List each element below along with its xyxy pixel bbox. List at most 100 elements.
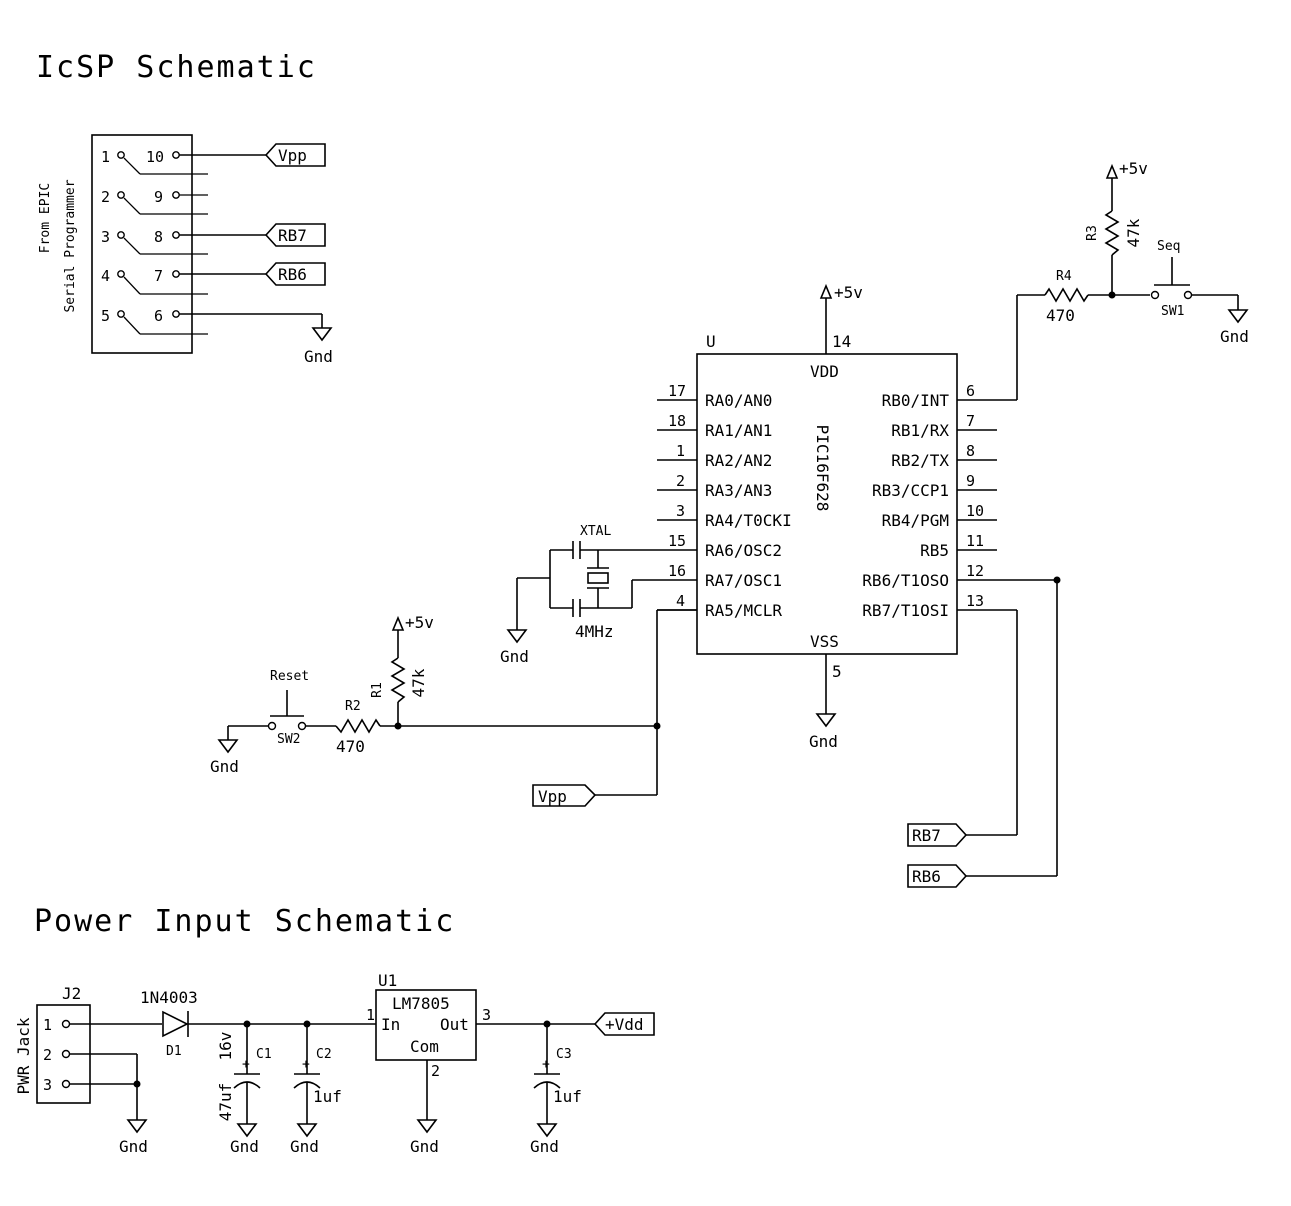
conn-pin-left-2: 2: [101, 188, 110, 206]
conn-pin-left-5: 5: [101, 307, 110, 325]
svg-text:7: 7: [966, 412, 975, 430]
mcu-vss-label: VSS: [810, 632, 839, 651]
svg-text:Gnd: Gnd: [119, 1137, 148, 1156]
svg-text:Gnd: Gnd: [210, 757, 239, 776]
svg-text:RA7/OSC1: RA7/OSC1: [705, 571, 782, 590]
svg-text:Com: Com: [410, 1037, 439, 1056]
svg-text:17: 17: [668, 382, 686, 400]
capacitor-c3: + C3 1uf Gnd: [530, 1024, 582, 1156]
r4-ref: R4: [1056, 269, 1072, 284]
svg-text:Gnd: Gnd: [410, 1137, 439, 1156]
svg-text:RA1/AN1: RA1/AN1: [705, 421, 772, 440]
power-title: Power Input Schematic: [34, 904, 455, 939]
conn-pin-right-10: 10: [146, 148, 164, 166]
connector-label-1: From EPIC: [38, 183, 53, 253]
svg-text:In: In: [381, 1015, 400, 1034]
capacitor-c1: + C1 16v 47uf Gnd: [216, 1024, 272, 1156]
icsp-connector: From EPIC Serial Programmer 1 2 3 4 5 10…: [38, 134, 208, 354]
svg-text:U1: U1: [378, 971, 397, 990]
diode-d1: 1N4003 D1: [140, 988, 198, 1059]
svg-text:Gnd: Gnd: [1220, 327, 1249, 346]
sw1-ref: SW1: [1161, 304, 1184, 319]
conn-pin-right-6: 6: [154, 307, 163, 325]
svg-text:Vpp: Vpp: [278, 146, 307, 165]
svg-text:8: 8: [966, 442, 975, 460]
svg-text:10: 10: [966, 502, 984, 520]
svg-text:PWR Jack: PWR Jack: [14, 1017, 33, 1094]
svg-text:18: 18: [668, 412, 686, 430]
svg-text:C2: C2: [316, 1047, 332, 1062]
svg-text:LM7805: LM7805: [392, 994, 450, 1013]
svg-text:RA5/MCLR: RA5/MCLR: [705, 601, 782, 620]
svg-text:11: 11: [966, 532, 984, 550]
svg-text:9: 9: [966, 472, 975, 490]
svg-text:RB0/INT: RB0/INT: [882, 391, 950, 410]
conn-pin-left-3: 3: [101, 228, 110, 246]
svg-text:+5v: +5v: [1119, 159, 1148, 178]
svg-text:3: 3: [676, 502, 685, 520]
net-flag-rb6-bottom: RB6: [907, 864, 968, 888]
svg-text:1: 1: [676, 442, 685, 460]
r3-value: 47k: [1124, 218, 1143, 247]
svg-text:+5v: +5v: [405, 613, 434, 632]
conn-pin-left-1: 1: [101, 148, 110, 166]
svg-text:3: 3: [482, 1006, 491, 1024]
svg-text:RB7: RB7: [278, 226, 307, 245]
svg-text:RB6/T1OSO: RB6/T1OSO: [862, 571, 949, 590]
r3-ref: R3: [1085, 225, 1100, 241]
svg-text:RB7: RB7: [912, 826, 941, 845]
net-flag-rb7-bottom: RB7: [907, 823, 968, 847]
svg-text:+: +: [242, 1057, 250, 1072]
svg-text:RB1/RX: RB1/RX: [891, 421, 949, 440]
svg-text:Gnd: Gnd: [530, 1137, 559, 1156]
svg-text:1: 1: [366, 1006, 375, 1024]
mcu-vdd-pin: 14: [832, 332, 851, 351]
svg-text:Gnd: Gnd: [230, 1137, 259, 1156]
crystal-circuit: XTAL 4MHz Gnd: [500, 524, 657, 666]
svg-text:Out: Out: [440, 1015, 469, 1034]
capacitor-c2: + C2 1uf Gnd: [290, 1024, 342, 1156]
svg-text:RB3/CCP1: RB3/CCP1: [872, 481, 949, 500]
net-flag-rb6-top: RB6: [264, 262, 326, 286]
net-flag-vpp-bottom: Vpp: [532, 784, 597, 807]
svg-text:16v: 16v: [216, 1032, 235, 1061]
svg-text:47uf: 47uf: [216, 1083, 235, 1122]
svg-text:4MHz: 4MHz: [575, 622, 614, 641]
svg-text:Vpp: Vpp: [538, 787, 567, 806]
svg-text:+Vdd: +Vdd: [605, 1015, 644, 1034]
svg-text:J2: J2: [62, 984, 81, 1003]
r2-value: 470: [336, 737, 365, 756]
svg-text:+: +: [542, 1057, 550, 1072]
svg-text:RB2/TX: RB2/TX: [891, 451, 949, 470]
svg-text:RB7/T1OSI: RB7/T1OSI: [862, 601, 949, 620]
r1-value: 47k: [409, 668, 428, 697]
mcu-vdd-label: VDD: [810, 362, 839, 381]
seq-switch-circuit: R4 470 +5v R3 47k Seq SW1 Gnd: [997, 159, 1249, 401]
svg-text:RA4/T0CKI: RA4/T0CKI: [705, 511, 792, 530]
svg-text:+: +: [302, 1057, 310, 1072]
svg-text:RB6: RB6: [912, 867, 941, 886]
svg-text:Gnd: Gnd: [500, 647, 529, 666]
net-flag-rb7-top: RB7: [264, 223, 326, 247]
mcu-vss-ground: Gnd: [809, 654, 838, 751]
net-flag-vdd: +Vdd: [593, 1012, 655, 1036]
svg-text:2: 2: [676, 472, 685, 490]
svg-text:+5v: +5v: [834, 283, 863, 302]
svg-text:13: 13: [966, 592, 984, 610]
conn-pin-right-7: 7: [154, 267, 163, 285]
mcu-vss-pin: 5: [832, 662, 842, 681]
svg-text:1N4003: 1N4003: [140, 988, 198, 1007]
svg-text:6: 6: [966, 382, 975, 400]
svg-text:RB4/PGM: RB4/PGM: [882, 511, 949, 530]
power-jack: J2 PWR Jack 1 2 3: [14, 984, 91, 1104]
mcu-left-pins: 17 18 1 2 3 15 16 4 RA0/AN0 RA1/AN1 RA2/…: [657, 382, 792, 620]
conn-pin-right-8: 8: [154, 228, 163, 246]
conn-pin-left-4: 4: [101, 267, 110, 285]
svg-text:RA2/AN2: RA2/AN2: [705, 451, 772, 470]
svg-text:Gnd: Gnd: [304, 347, 333, 366]
svg-text:15: 15: [668, 532, 686, 550]
svg-text:Gnd: Gnd: [809, 732, 838, 751]
conn-pin-right-9: 9: [154, 188, 163, 206]
